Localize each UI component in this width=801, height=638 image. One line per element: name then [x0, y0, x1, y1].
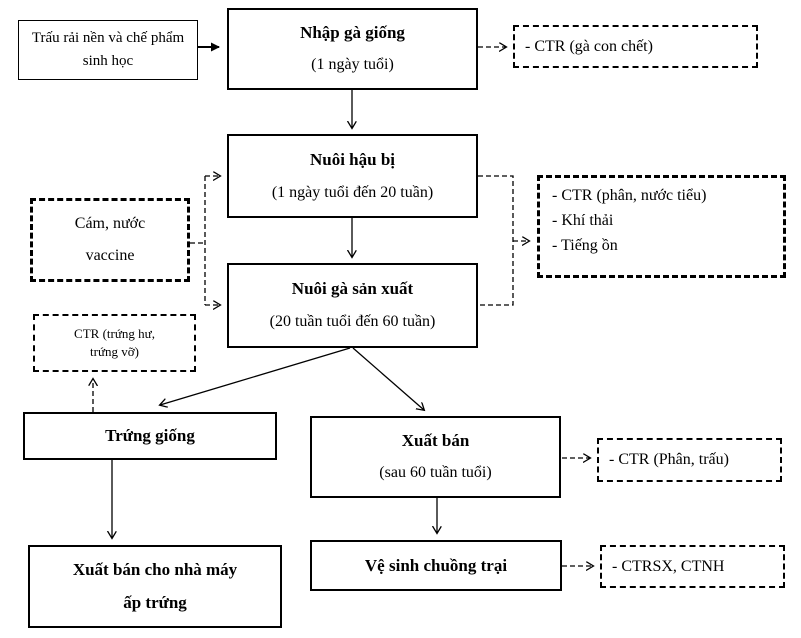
waste-dead-chicks-box: - CTR (gà con chết): [513, 25, 758, 68]
sale-subtitle: (sau 60 tuần tuổi): [379, 464, 492, 482]
bedding-input-box: Trấu rải nền và chế phẩm sinh học: [18, 20, 198, 80]
production-title: Nuôi gà sản xuất: [291, 279, 414, 299]
waste-broken-eggs-line2: trứng vỡ): [90, 344, 139, 359]
waste-dead-chicks-label: - CTR (gà con chết): [525, 37, 653, 55]
hatchery-sale-line2: ấp trứng: [123, 593, 187, 613]
hatchery-sale-box: Xuất bán cho nhà máy ấp trứng: [28, 545, 282, 628]
waste-rearing-box: - CTR (phân, nước tiểu) - Khí thải - Tiế…: [537, 175, 786, 278]
hatchery-sale-line1: Xuất bán cho nhà máy: [72, 560, 238, 580]
feed-line1: Cám, nước: [74, 214, 146, 232]
dashed-waste-bracket: [478, 175, 514, 306]
waste-cleaning-label: - CTRSX, CTNH: [612, 557, 725, 575]
feed-vaccine-input-box: Cám, nước vaccine: [30, 198, 190, 282]
waste-cleaning-box: - CTRSX, CTNH: [600, 545, 785, 588]
waste-sale-box: - CTR (Phân, trấu): [597, 438, 782, 482]
import-chicks-subtitle: (1 ngày tuổi): [311, 56, 394, 74]
waste-broken-eggs-box: CTR (trứng hư, trứng vỡ): [33, 314, 196, 372]
bedding-input-label: Trấu rải nền và chế phẩm sinh học: [31, 29, 185, 69]
import-chicks-title: Nhập gà giống: [300, 23, 405, 43]
waste-broken-eggs-line1: CTR (trứng hư,: [74, 325, 155, 341]
arrow-production-to-sale: [352, 347, 424, 410]
import-chicks-box: Nhập gà giống (1 ngày tuổi): [227, 8, 478, 90]
production-box: Nuôi gà sản xuất (20 tuần tuổi đến 60 tu…: [227, 263, 478, 348]
rearing-title: Nuôi hậu bị: [309, 150, 396, 170]
feed-line2: vaccine: [85, 246, 135, 264]
production-subtitle: (20 tuần tuổi đến 60 tuần): [269, 313, 436, 331]
waste-rearing-item-3: - Tiếng ồn: [552, 236, 618, 254]
breeding-eggs-title: Trứng giống: [105, 426, 195, 446]
sale-title: Xuất bán: [401, 431, 470, 451]
sale-box: Xuất bán (sau 60 tuần tuổi): [310, 416, 561, 498]
waste-sale-label: - CTR (Phân, trấu): [609, 451, 729, 468]
rearing-subtitle: (1 ngày tuổi đến 20 tuần): [271, 183, 434, 201]
cleaning-box: Vệ sinh chuồng trại: [310, 540, 562, 591]
cleaning-title: Vệ sinh chuồng trại: [364, 555, 508, 575]
breeding-eggs-box: Trứng giống: [23, 412, 277, 460]
dashed-feed-bracket: [190, 176, 206, 305]
waste-rearing-item-2: - Khí thải: [552, 211, 614, 229]
waste-rearing-item-1: - CTR (phân, nước tiểu): [552, 187, 707, 204]
rearing-box: Nuôi hậu bị (1 ngày tuổi đến 20 tuần): [227, 134, 478, 218]
